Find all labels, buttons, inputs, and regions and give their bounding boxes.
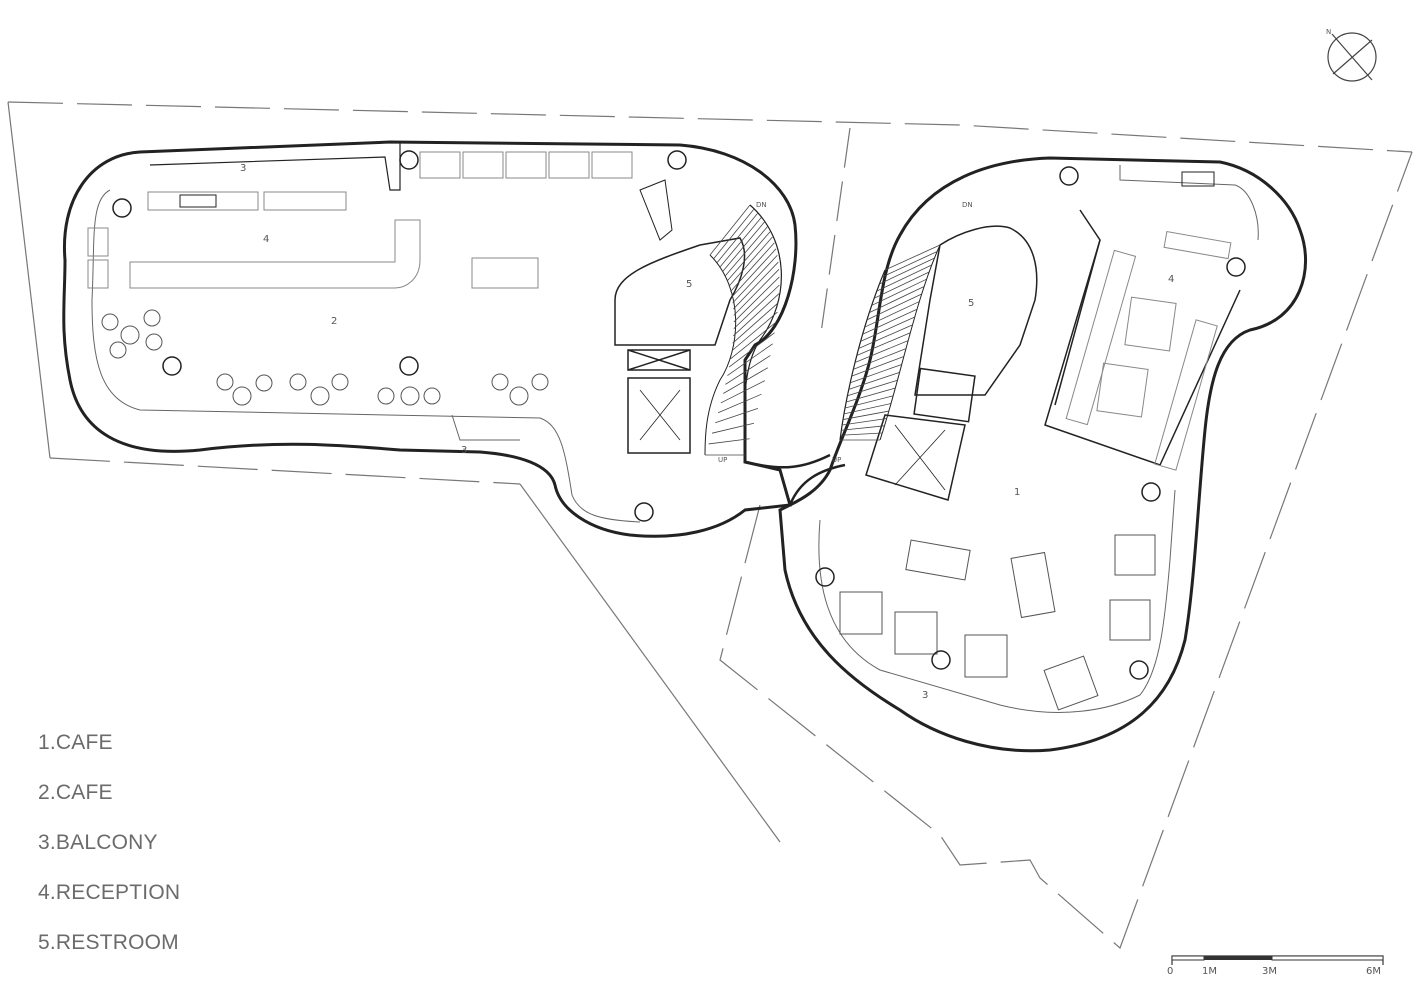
label-balcony-se: 3: [922, 690, 928, 701]
stair-tread: [733, 261, 779, 310]
stair-tread: [713, 208, 755, 260]
stair-tread: [716, 212, 759, 264]
stair-tread: [723, 367, 768, 394]
stair-tread: [879, 257, 935, 285]
east-reception: [1044, 209, 1241, 466]
stair-tread: [717, 393, 762, 414]
stair-tread: [733, 293, 780, 337]
north-arrow: N: [1326, 28, 1377, 82]
stair-tread: [726, 231, 771, 282]
stair-tread: [844, 395, 894, 409]
bridge: [744, 453, 846, 506]
stair-tread: [851, 356, 904, 377]
scale-tick-0: 0: [1167, 966, 1173, 977]
stair-tread: [853, 348, 907, 370]
label-east-stair-up: UP: [832, 456, 841, 464]
stair-tread: [866, 293, 922, 321]
legend-item-balcony: 3.BALCONY: [38, 831, 158, 854]
legend-item-reception: 4.RECEPTION: [38, 881, 181, 904]
stair-tread: [719, 216, 762, 268]
stair-tread: [854, 340, 909, 363]
scale-tick-3: 6M: [1366, 966, 1381, 977]
west-columns: [112, 150, 687, 522]
stair-tread: [881, 251, 938, 278]
west-stair-treads: [705, 204, 780, 456]
east-inner-line: [818, 165, 1259, 713]
stair-tread: [727, 343, 773, 376]
label-east-stair-down: DN: [962, 201, 973, 209]
room-legend: 1.CAFE 2.CAFE 3.BALCONY 4.RECEPTION 5.RE…: [38, 728, 180, 978]
west-core: [614, 179, 782, 456]
label-cafe-west: 2: [331, 316, 337, 327]
stair-tread: [840, 432, 883, 436]
legend-item-restroom: 5.RESTROOM: [38, 931, 179, 954]
west-furniture: [87, 151, 633, 289]
scale-bar: 0 1M 3M 6M: [1167, 955, 1384, 977]
stair-tread: [860, 316, 915, 342]
stair-tread: [733, 276, 780, 323]
label-reception-east: 4: [1168, 274, 1174, 285]
room-labels: 3 4 2 3 5 4 5 1 3 DN UP DN UP: [240, 163, 1174, 701]
stair-tread: [733, 269, 780, 316]
stair-tread: [864, 301, 920, 328]
east-core: [839, 225, 1038, 501]
stair-tread: [730, 242, 775, 292]
east-reception-furniture: [1065, 171, 1232, 471]
stair-tread: [850, 364, 902, 384]
label-cafe-main: 1: [1014, 487, 1020, 498]
stair-tread: [843, 403, 892, 415]
stair-tread: [731, 311, 778, 352]
east-stair-treads: [840, 244, 941, 441]
stair-tread: [733, 284, 780, 330]
stair-tread: [842, 410, 890, 420]
label-restroom-west: 5: [686, 279, 692, 290]
stair-tread: [730, 321, 777, 360]
stair-tread: [856, 332, 911, 356]
stair-tread: [873, 271, 930, 299]
stair-tread: [876, 264, 932, 292]
label-restroom-east: 5: [968, 298, 974, 309]
stair-tread: [858, 324, 913, 349]
stair-tread: [731, 248, 777, 298]
legend-item-cafe-1: 1.CAFE: [38, 731, 113, 754]
east-seating: [839, 534, 1156, 711]
stair-tread: [728, 236, 773, 287]
east-building: [778, 156, 1308, 753]
north-arrow-letter: N: [1326, 28, 1331, 36]
legend-item-cafe-2: 2.CAFE: [38, 781, 113, 804]
stair-tread: [715, 407, 759, 424]
west-building: [62, 140, 798, 538]
stair-tread: [869, 286, 925, 314]
stair-tread: [711, 422, 755, 434]
stair-tread: [722, 221, 765, 272]
north-arrow-circle: [1327, 32, 1377, 82]
west-seating: [101, 309, 549, 406]
label-west-stair-up: UP: [718, 456, 727, 464]
stair-tread: [709, 204, 751, 256]
stair-tread: [732, 254, 778, 304]
label-balcony-sw: 3: [461, 445, 467, 456]
stair-tread: [846, 387, 896, 403]
stair-tread: [728, 332, 775, 368]
stair-tread: [725, 355, 771, 385]
stair-tread: [848, 371, 900, 390]
stair-tread: [871, 278, 927, 306]
label-balcony-nw: 3: [240, 163, 246, 174]
stair-tread: [724, 226, 768, 277]
stair-tread: [720, 380, 766, 404]
stair-tread: [708, 438, 750, 445]
stair-tread: [732, 302, 779, 344]
label-reception-west: 4: [263, 234, 269, 245]
scale-tick-1: 1M: [1202, 966, 1217, 977]
east-columns: [815, 166, 1246, 680]
stair-tread: [862, 308, 918, 335]
scale-tick-2: 3M: [1262, 966, 1277, 977]
label-west-stair-down: DN: [756, 201, 767, 209]
stair-tread: [841, 425, 885, 431]
stair-tread: [842, 418, 887, 426]
stair-tread: [847, 379, 898, 397]
site-boundary: [7, 101, 1413, 950]
stair-tread: [884, 244, 941, 271]
